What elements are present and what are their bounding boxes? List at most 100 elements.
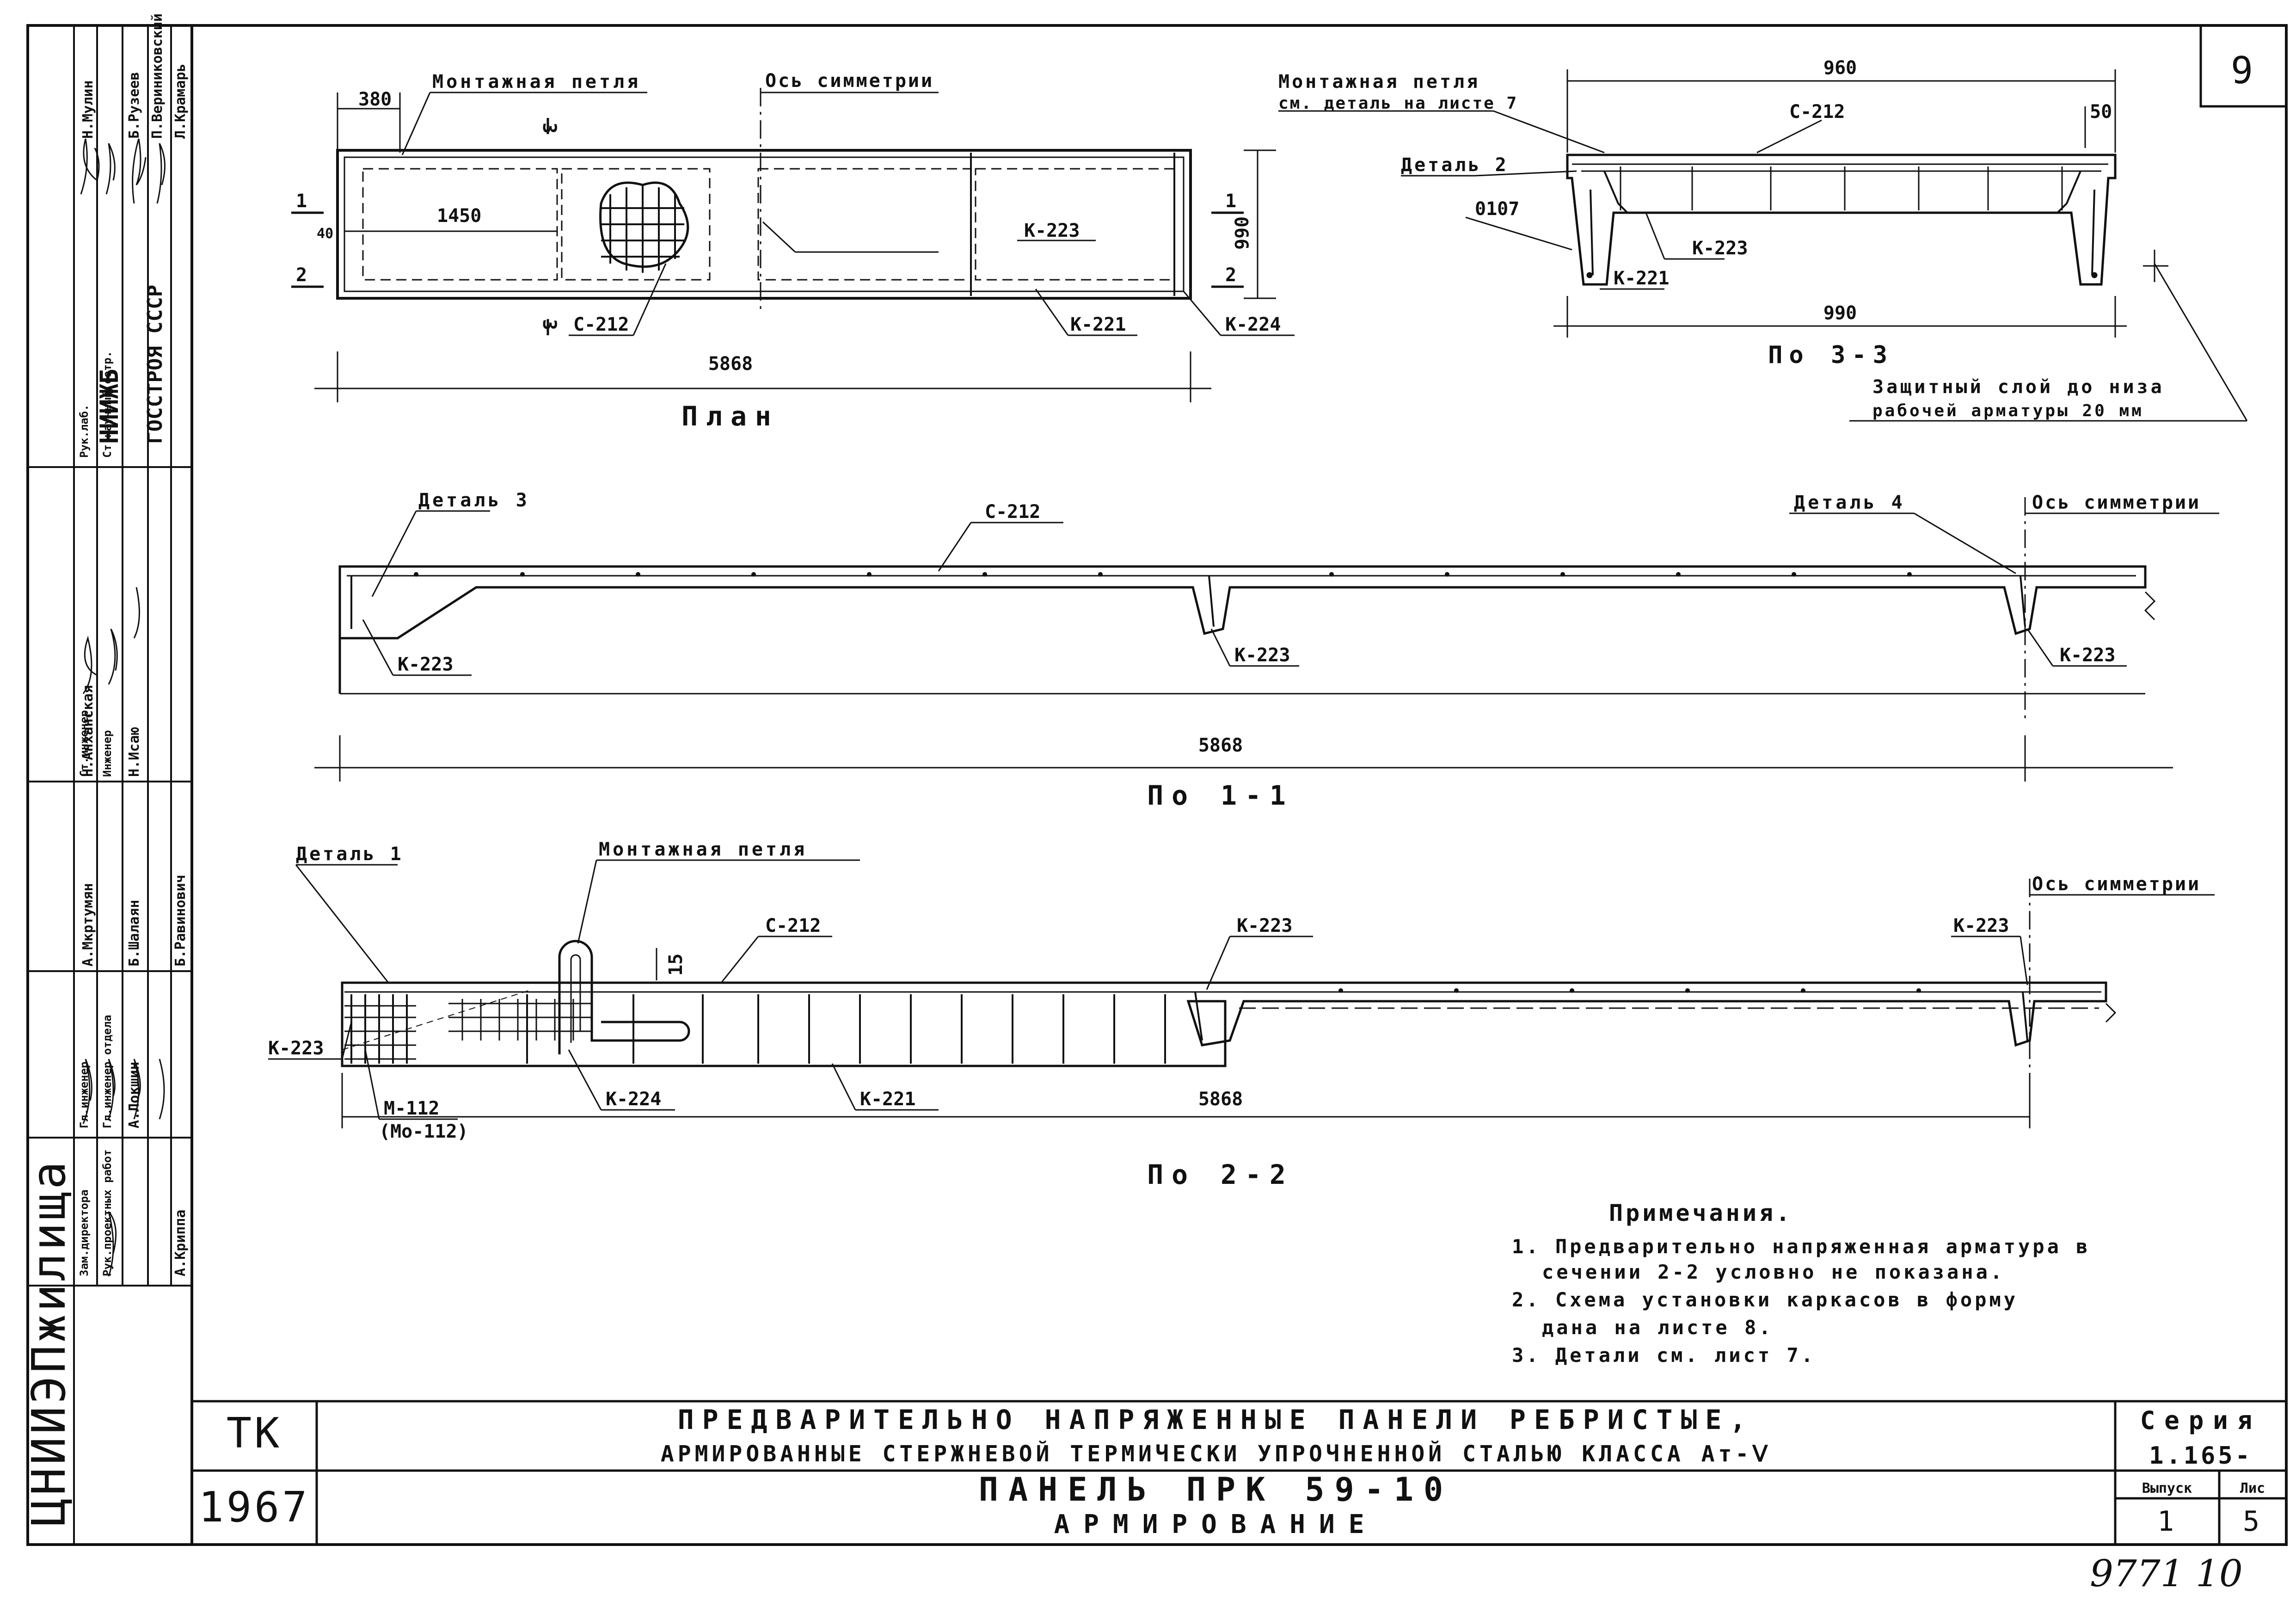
notes-block: Примечания. 1. Предварительно напряженна… xyxy=(1512,1200,2090,1367)
side-name-3: Н.Исаю xyxy=(126,727,142,777)
s22-dim-5868: 5868 xyxy=(1198,1089,1243,1110)
s22-c212: С-212 xyxy=(765,915,821,936)
title-line1: ПРЕДВАРИТЕЛЬНО НАПРЯЖЕННЫЕ ПАНЕЛИ РЕБРИС… xyxy=(678,1404,1754,1435)
s11-k223b: К-223 xyxy=(1234,645,1290,666)
plan-mont-loop: Монтажная петля xyxy=(432,71,641,92)
s11-c212: С-212 xyxy=(985,501,1040,523)
title-line2: АРМИРОВАННЫЕ СТЕРЖНЕВОЙ ТЕРМИЧЕСКИ УПРОЧ… xyxy=(661,1441,1771,1467)
s11-axis-sym: Ось симметрии xyxy=(2032,492,2201,513)
s33-k223: К-223 xyxy=(1692,238,1748,259)
side-role-0: Зам.директора xyxy=(78,1189,91,1276)
s22-mo112: (Мо-112) xyxy=(379,1121,468,1142)
title-issue-label: Выпуск xyxy=(2142,1480,2192,1496)
plan-drawing xyxy=(291,88,1295,402)
title-sheet-value: 5 xyxy=(2243,1505,2262,1538)
s11-k223a: К-223 xyxy=(398,654,453,675)
side-name-2: А.Мкртумян xyxy=(80,883,96,967)
s22-mont-loop: Монтажная петля xyxy=(599,839,807,860)
notes-item-2: 2. Схема установки каркасов в форму xyxy=(1512,1288,2018,1311)
plan-c212: С-212 xyxy=(573,314,629,335)
signature-scribbles xyxy=(80,138,166,1277)
side-name-1: Б.Шалаян xyxy=(126,900,142,967)
plan-cut3-top: 3 xyxy=(539,123,560,134)
side-role-5: Инженер xyxy=(101,730,114,777)
s11-detail4: Деталь 4 xyxy=(1794,492,1905,513)
plan-cut3-bottom: 3 xyxy=(539,319,560,330)
section-1-1-drawing xyxy=(314,497,2219,782)
plan-dim-40: 40 xyxy=(317,226,333,242)
s22-axis-sym: Ось симметрии xyxy=(2032,874,2201,895)
title-panel: ПАНЕЛЬ ПРК 59-10 xyxy=(979,1471,1453,1509)
plan-dim-1450: 1450 xyxy=(437,205,481,227)
side-org-gosstroy: ГОССТРОЯ СССР xyxy=(143,285,167,444)
s33-c212: С-212 xyxy=(1789,101,1845,123)
plan-dim-990: 990 xyxy=(1232,216,1253,250)
s33-dim-990: 990 xyxy=(1823,302,1857,324)
notes-heading: Примечания. xyxy=(1609,1200,1793,1226)
s33-detail2: Деталь 2 xyxy=(1401,154,1509,176)
s33-k221: К-221 xyxy=(1614,268,1669,289)
plan-dim-380: 380 xyxy=(358,89,392,110)
section-2-2-labels: Деталь 1 Монтажная петля 15 С-212 К-223 … xyxy=(268,839,2201,1190)
s22-k223b: К-223 xyxy=(1953,915,2009,936)
title-series-label: Серия xyxy=(2140,1406,2262,1435)
s22-k221: К-221 xyxy=(860,1089,915,1110)
s22-k224: К-224 xyxy=(606,1089,661,1110)
side-name-5: Б.Рузеев xyxy=(126,72,142,139)
s33-prot-1: Защитный слой до низа xyxy=(1872,376,2165,398)
s33-prot-2: рабочей арматуры 20 мм xyxy=(1872,401,2144,420)
plan-caption: План xyxy=(681,400,780,432)
s33-mont-loop-1: Монтажная петля xyxy=(1278,71,1480,92)
section-2-2-drawing xyxy=(268,859,2215,1128)
title-year: 1967 xyxy=(199,1483,310,1532)
plan-axis-sym: Ось симметрии xyxy=(765,70,934,92)
notes-item-1: сечении 2-2 условно не показана. xyxy=(1542,1261,2005,1283)
notes-item-3: дана на листе 8. xyxy=(1542,1316,1774,1339)
side-org-big: ЦНИИЭПжилища xyxy=(22,1159,76,1526)
side-org-nii: НИИЖБ xyxy=(95,369,124,444)
section-3-3-drawing xyxy=(1278,69,2248,422)
title-armirovanie: АРМИРОВАНИЕ xyxy=(1054,1509,1378,1539)
side-role-6: Рук.лаб. xyxy=(78,404,91,458)
title-series-value: 1.165- xyxy=(2149,1442,2253,1470)
sheet-frame xyxy=(26,24,2288,1546)
title-sheet-label: Лис xyxy=(2240,1480,2265,1496)
side-name-0: А.Криппа xyxy=(172,1210,189,1277)
plan-dim-5868: 5868 xyxy=(708,353,753,375)
title-block xyxy=(192,1400,2286,1545)
s11-k223c: К-223 xyxy=(2060,645,2115,666)
plan-cut1-left: 1 xyxy=(296,191,307,212)
side-role-1: Рук.проектных работ xyxy=(101,1149,114,1276)
side-name-6: Н.Мулин xyxy=(80,80,96,139)
notes-item-0: 1. Предварительно напряженная арматура в xyxy=(1512,1235,2090,1258)
s22-k223c: К-223 xyxy=(268,1038,324,1059)
s22-caption: По 2-2 xyxy=(1147,1159,1294,1190)
plan-cut2-right: 2 xyxy=(1225,265,1236,286)
side-name-7: Л.Крамарь xyxy=(172,63,189,139)
sheet-number: 9 xyxy=(2231,49,2256,92)
plan-labels: Монтажная петля Ось симметрии 380 1450 4… xyxy=(296,70,1281,432)
plan-k224: К-224 xyxy=(1225,314,1281,335)
plan-cut1-right: 1 xyxy=(1225,191,1236,212)
s11-caption: По 1-1 xyxy=(1147,780,1294,811)
s33-dim-960: 960 xyxy=(1823,57,1857,79)
s11-dim-5868: 5868 xyxy=(1198,735,1243,756)
stamp-number: 9771 10 xyxy=(2090,1552,2243,1595)
s22-dim-15: 15 xyxy=(665,954,687,976)
side-name-4: Н.Анханская xyxy=(80,685,96,777)
side-role-4: Ст.инженер xyxy=(78,710,91,777)
section-3-3-labels: Монтажная петля см. деталь на листе 7 96… xyxy=(1278,57,2165,420)
s33-mont-loop-2: см. деталь на листе 7 xyxy=(1278,94,1518,113)
plan-k221: К-221 xyxy=(1070,314,1126,335)
notes-item-4: 3. Детали см. лист 7. xyxy=(1512,1344,1816,1367)
title-issue-value: 1 xyxy=(2157,1505,2177,1538)
s22-m112: М-112 xyxy=(384,1098,439,1119)
s33-caption: По 3-3 xyxy=(1768,341,1894,369)
side-name-9: Б.Равинович xyxy=(172,874,189,967)
section-1-1-labels: Деталь 3 С-212 Деталь 4 Ось симметрии К-… xyxy=(398,490,2201,811)
plan-k223: К-223 xyxy=(1024,220,1080,241)
side-name-10: П.Вериниковский xyxy=(149,13,166,139)
plan-cut2-left: 2 xyxy=(296,265,307,286)
side-stamp-text: ЦНИИЭПжилища НИИЖБ ГОССТРОЯ СССР А.Крипп… xyxy=(22,13,189,1526)
